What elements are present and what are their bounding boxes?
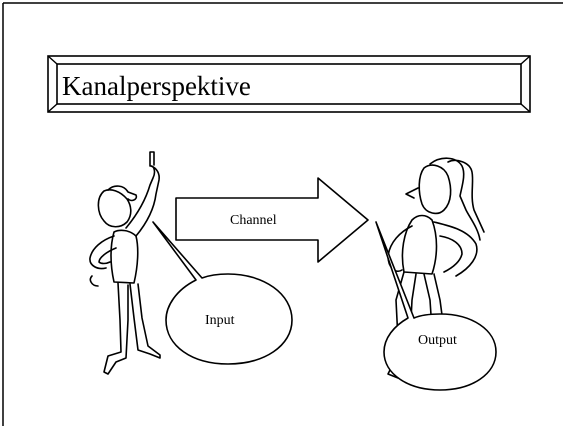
sender-figure [89,151,161,375]
input-label: Input [205,313,235,328]
title-box: Kanalperspektive [47,55,531,113]
channel-label: Channel [230,213,277,228]
channel-arrow: Channel [175,177,369,263]
slide-title: Kanalperspektive [62,71,251,101]
output-bubble: Output [375,221,497,391]
input-bubble: Input [152,221,293,365]
output-label: Output [418,333,457,348]
